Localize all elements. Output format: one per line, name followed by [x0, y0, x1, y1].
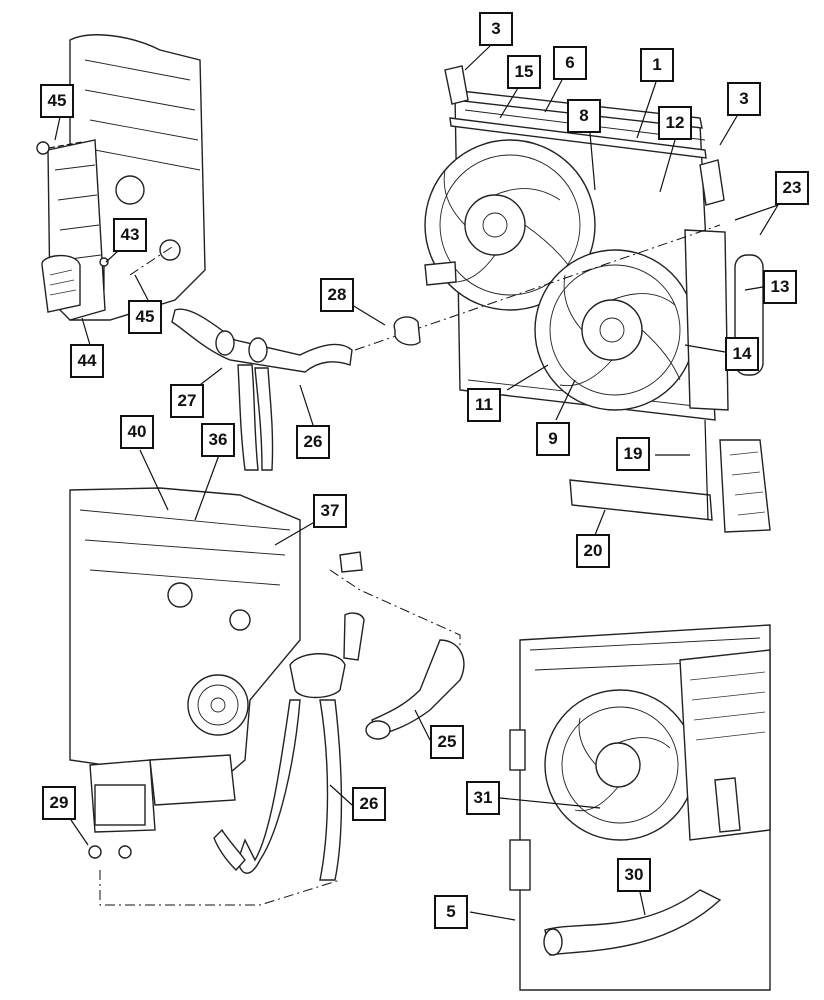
callout-25: 25 [430, 725, 464, 759]
callout-28: 28 [320, 278, 354, 312]
callout-40: 40 [120, 415, 154, 449]
callout-19: 19 [616, 437, 650, 471]
callout-27: 27 [170, 384, 204, 418]
callout-43: 43 [113, 218, 147, 252]
callout-26: 26 [352, 787, 386, 821]
callout-23: 23 [775, 171, 809, 205]
upper-radiator-hose [171, 308, 421, 471]
callout-20: 20 [576, 534, 610, 568]
callout-29: 29 [42, 786, 76, 820]
radiator-fan-module [354, 65, 771, 533]
callout-5: 5 [434, 895, 468, 929]
callout-14: 14 [725, 337, 759, 371]
callout-9: 9 [536, 422, 570, 456]
callout-26: 26 [296, 425, 330, 459]
callout-3: 3 [479, 12, 513, 46]
callout-13: 13 [763, 270, 797, 304]
installed-view [509, 624, 771, 991]
lower-hoses [99, 551, 465, 906]
callout-45: 45 [40, 84, 74, 118]
callout-31: 31 [466, 781, 500, 815]
air-deflector-assembly [36, 34, 206, 321]
engine-block [69, 487, 301, 859]
callout-15: 15 [507, 55, 541, 89]
callout-44: 44 [70, 344, 104, 378]
leader-lines [54, 45, 779, 921]
callout-3: 3 [727, 82, 761, 116]
callout-8: 8 [567, 99, 601, 133]
callout-6: 6 [553, 46, 587, 80]
callout-45: 45 [128, 300, 162, 334]
callout-30: 30 [617, 858, 651, 892]
callout-36: 36 [201, 423, 235, 457]
callout-12: 12 [658, 106, 692, 140]
callout-1: 1 [640, 48, 674, 82]
callout-11: 11 [467, 388, 501, 422]
callout-37: 37 [313, 494, 347, 528]
